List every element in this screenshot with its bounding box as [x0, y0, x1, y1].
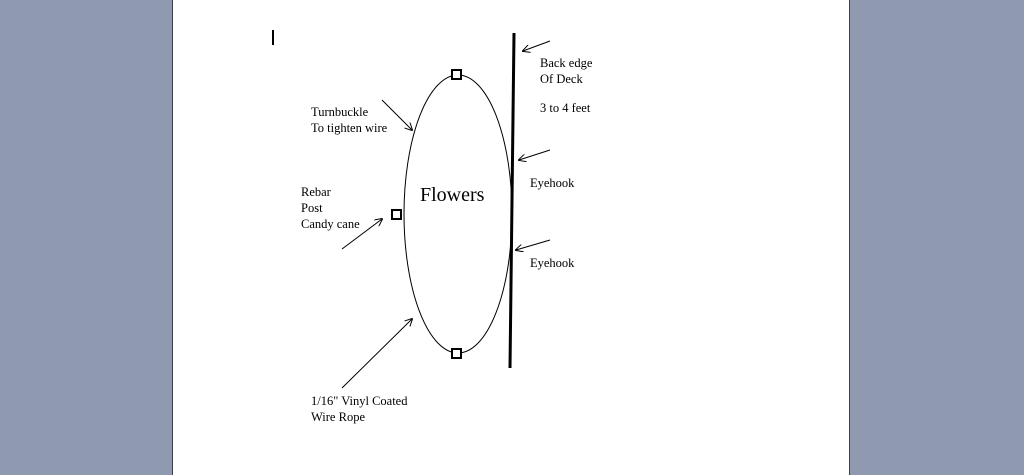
rebar-arrow: [341, 219, 382, 250]
turnbuckle-label: Turnbuckle To tighten wire: [311, 105, 388, 135]
deck-edge-label: Back edge Of Deck: [540, 56, 593, 86]
deck-edge-arrow: [523, 40, 551, 51]
anchor-left-square: [391, 209, 402, 220]
wire-rope-loop: [403, 74, 513, 354]
wire-rope-arrow: [341, 319, 412, 389]
anchor-top-square: [451, 69, 462, 80]
eyehook-bottom-label: Eyehook: [530, 256, 575, 270]
eyehook-bottom-arrow: [516, 239, 551, 250]
turnbuckle-arrow: [381, 99, 412, 130]
rebar-label: Rebar Post Candy cane: [301, 185, 360, 231]
flowers-label: Flowers: [420, 184, 485, 206]
wire-rope-label: 1/16" Vinyl Coated Wire Rope: [311, 394, 408, 424]
anchor-bottom-square: [451, 348, 462, 359]
text-cursor: [272, 30, 274, 45]
distance-label: 3 to 4 feet: [540, 101, 591, 115]
eyehook-top-label: Eyehook: [530, 176, 575, 190]
deck-edge-line: [508, 32, 516, 369]
eyehook-top-arrow: [519, 149, 551, 160]
